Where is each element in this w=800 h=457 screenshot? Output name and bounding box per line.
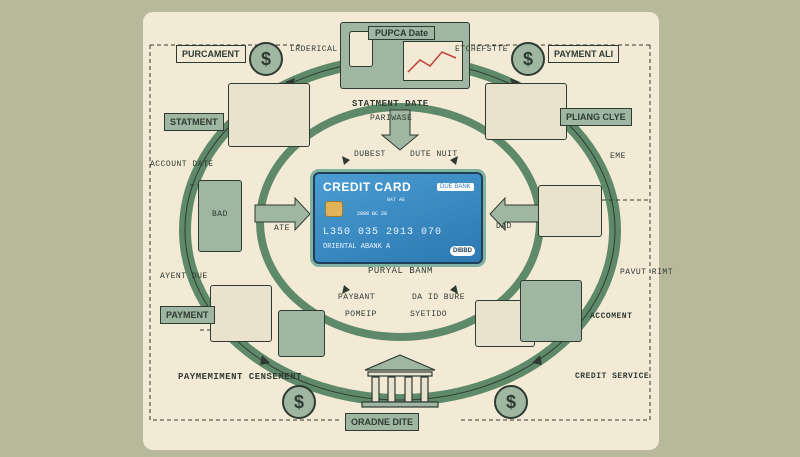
ate-label: ATE [274,224,290,233]
card-title: CREDIT CARD [323,180,412,194]
phone-illustration [198,180,242,252]
open-book-icon [538,185,602,237]
below-left2-label: POMEIP [345,310,377,319]
bad-label: BAD [212,210,228,219]
paymement-censement-label: PAYMEMIMENT CENSEMENT [178,372,302,382]
card-holder-name: ORIENTAL ABANK A [323,243,391,251]
credit-service-label: CREDIT SERVICE [575,372,650,381]
chart-screen-icon [403,41,463,81]
connector-line [460,45,651,421]
bank-doc-illustration [210,285,272,342]
dollar-coin-icon: $ [282,385,316,419]
card-subtext: BAT AE [387,197,406,203]
top-title-label: PUPCA Date [368,26,436,40]
arrow-right-to-card [254,196,311,232]
ring-arrowhead [342,285,350,294]
top-right-small-label: ETOHEFSTTE [455,45,509,54]
ring-arrowhead [450,156,458,165]
below-right2-label: SYETIDO [410,310,448,319]
card-logo: DIBBD [450,246,475,256]
card-bank-tag: DUE BANK [437,183,474,191]
bank-building-icon [361,354,439,408]
purchament-label: PURCAMENT [176,45,246,63]
dollar-coin-icon: $ [511,42,545,76]
card-number: L350 035 2913 070 [323,227,443,238]
oradne-dite-label: ORADNE DITE [345,413,420,431]
below-right-label: DA ID BURE [412,293,466,302]
ring-arrowhead [450,285,458,294]
accoment-label: ACCOMENT [590,312,633,321]
payment-due-label: AYENT DUE [160,272,208,281]
connector-line [149,45,340,421]
payment-doc-illustration [485,83,567,140]
top-left-small-label: LRDERICAL [290,45,338,54]
account-date-label: ACCOUNT DATE [150,160,214,169]
below-left-label: PAYBANT [338,293,376,302]
dollar-coin-icon: $ [494,385,528,419]
pliang-clye-label: PLIANG CLYE [560,108,632,126]
statement-doc-illustration [228,83,310,147]
statment-label: STATMENT [164,113,224,131]
card-chip-icon [325,201,343,217]
arrow-down-to-card [380,109,420,151]
eme-label: EME [610,152,626,161]
ring-arrowhead [342,156,350,165]
screen-illustration [278,310,325,357]
statement-date-label: STATMENT DATE [352,99,429,109]
above-left-label: DUBEST [354,150,386,159]
payment-label: PAYMENT [160,306,215,324]
above-card-label: PARIWASE [370,114,413,123]
payment-ali-label: PAYMENT ALI [548,45,620,63]
payvt-rimt-label: PAVUT RIMT [620,268,674,277]
dad-label: DAD [496,222,512,231]
credit-card: CREDIT CARD DUE BANK BAT AE 2008 BC 20 L… [313,172,483,264]
ring-arrowhead [532,355,542,365]
card-expiry: 2008 BC 20 [357,211,388,217]
dollar-coin-icon: $ [249,42,283,76]
below-card-label: PURYAL BANM [368,266,433,276]
calculator-illustration [520,280,582,342]
above-right-label: DUTE NUIT [410,150,458,159]
ring-arrowhead [260,355,270,365]
